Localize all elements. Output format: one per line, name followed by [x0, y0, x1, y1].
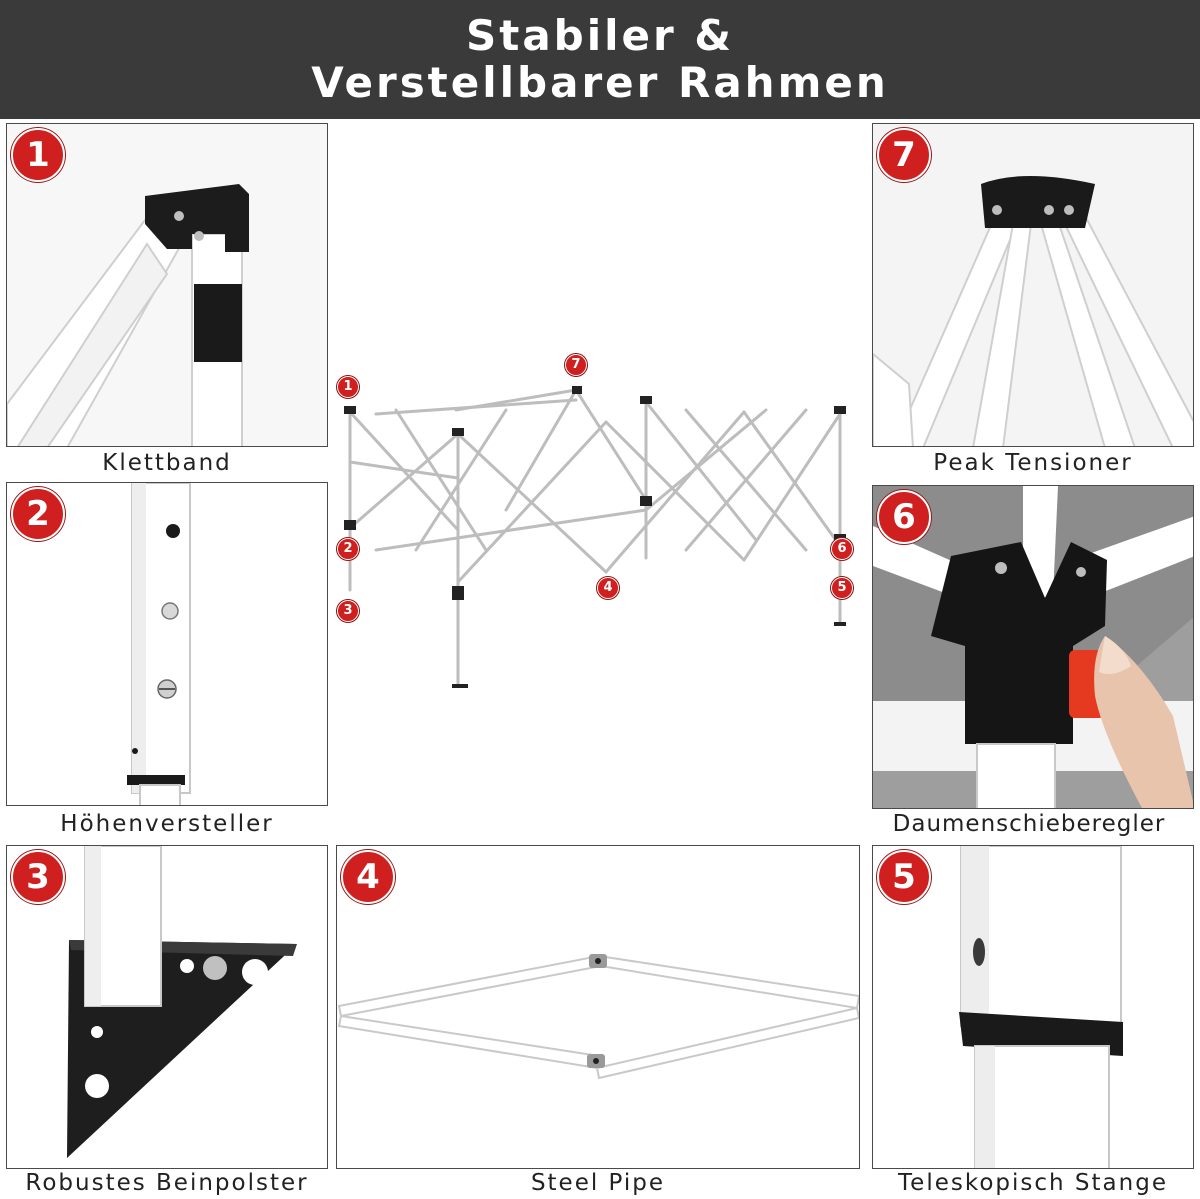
- caption-peak-tensioner: Peak Tensioner: [933, 450, 1133, 476]
- marker-7: 7: [565, 354, 587, 376]
- badge-1: 1: [11, 128, 65, 182]
- header-banner: Stabiler & Verstellbarer Rahmen: [0, 0, 1200, 119]
- canopy-frame-diagram: [344, 386, 846, 688]
- caption-teleskopisch: Teleskopisch Stange: [898, 1170, 1168, 1196]
- marker-1: 1: [337, 376, 359, 398]
- panel-beinpolster: 3: [6, 845, 328, 1169]
- marker-4: 4: [597, 577, 619, 599]
- panel-daumenschieberegler: 6: [872, 485, 1194, 809]
- caption-steel-pipe: Steel Pipe: [530, 1170, 666, 1196]
- badge-4: 4: [341, 850, 395, 904]
- caption-beinpolster: Robustes Beinpolster: [25, 1170, 309, 1196]
- title-line-2: Verstellbarer Rahmen: [311, 58, 889, 107]
- marker-5: 5: [831, 577, 853, 599]
- panel-steel-pipe: 4: [336, 845, 860, 1169]
- badge-6: 6: [877, 490, 931, 544]
- marker-2: 2: [337, 538, 359, 560]
- marker-3: 3: [337, 600, 359, 622]
- panel-peak-tensioner: 7: [872, 123, 1194, 447]
- beinpolster-image: [7, 846, 327, 1168]
- panel-hoehenversteller: 2: [6, 482, 328, 806]
- peak-tensioner-image: [873, 124, 1193, 446]
- marker-6: 6: [831, 538, 853, 560]
- caption-daumenschieberegler: Daumenschieberegler: [892, 811, 1166, 837]
- teleskopisch-image: [873, 846, 1193, 1168]
- caption-hoehenversteller: Höhenversteller: [60, 811, 274, 837]
- panel-teleskopisch: 5: [872, 845, 1194, 1169]
- title-line-1: Stabiler &: [466, 11, 734, 60]
- klettband-image: [7, 124, 327, 446]
- panel-klettband: 1: [6, 123, 328, 447]
- steel-pipe-image: [337, 846, 859, 1168]
- daumenschieberegler-image: [873, 486, 1193, 808]
- badge-5: 5: [877, 850, 931, 904]
- badge-2: 2: [11, 487, 65, 541]
- hoehenversteller-image: [7, 483, 327, 805]
- caption-klettband: Klettband: [102, 450, 232, 476]
- badge-3: 3: [11, 850, 65, 904]
- badge-7: 7: [877, 128, 931, 182]
